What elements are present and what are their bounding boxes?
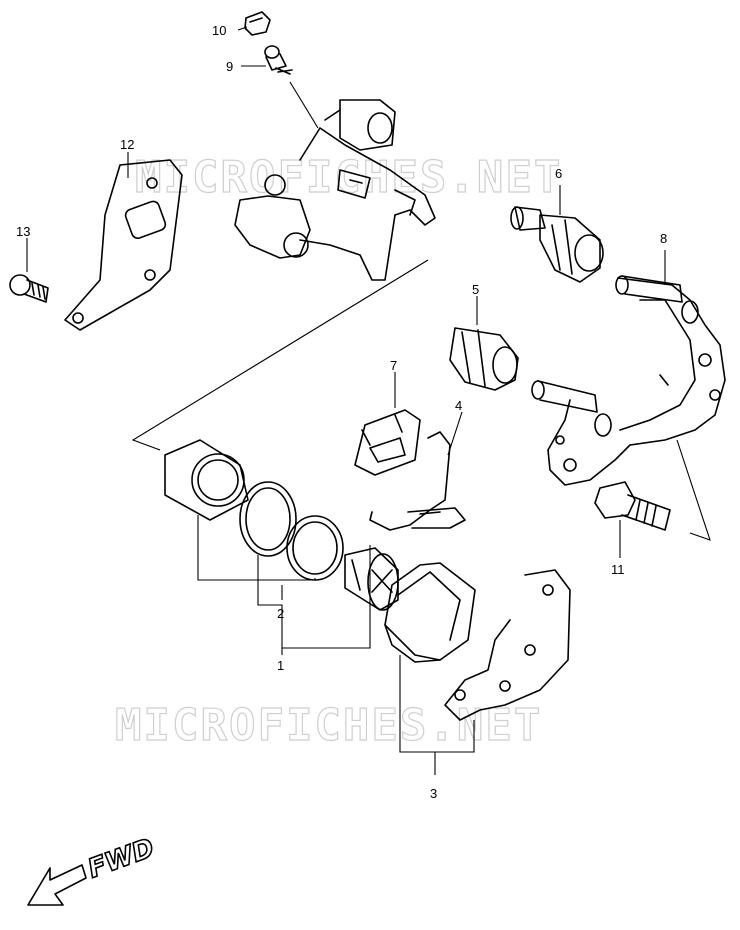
part-8-caliper-bracket — [531, 275, 726, 486]
leader-2 — [257, 555, 316, 581]
fwd-label: FWD — [84, 833, 158, 884]
part-4-pad-retainer — [369, 431, 466, 531]
part-12-bracket-plate — [64, 159, 183, 331]
callout-7: 7 — [390, 358, 397, 373]
callout-13: 13 — [16, 224, 30, 239]
fwd-arrow-icon — [27, 864, 87, 906]
part-3-brake-pad-inner — [384, 562, 476, 663]
part-6-pin-boot — [510, 206, 604, 283]
callout-12: 12 — [120, 137, 134, 152]
assembly-outline-line — [131, 259, 429, 451]
part-11-bracket-bolt — [594, 481, 671, 531]
callout-2: 2 — [277, 606, 284, 621]
part-13-bolt — [9, 274, 49, 303]
part-9-bleeder-valve — [264, 45, 293, 75]
leader-8-bracket — [676, 439, 711, 541]
callout-3: 3 — [430, 786, 437, 801]
callout-10: 10 — [212, 23, 226, 38]
part-10-bleeder-cap — [244, 11, 271, 36]
part-5-pin-boot — [449, 327, 519, 391]
watermark-bottom: MICROFICHES.NET — [115, 700, 542, 751]
callout-5: 5 — [472, 282, 479, 297]
dust-seal — [286, 515, 344, 581]
callout-1: 1 — [277, 658, 284, 673]
caliper-body — [234, 99, 436, 281]
callout-9: 9 — [226, 59, 233, 74]
piston-insulator — [344, 547, 399, 611]
leader-1 — [197, 515, 371, 649]
callout-11: 11 — [611, 562, 625, 577]
part-7-pad-spring — [354, 409, 421, 476]
part-3-brake-pad-outer — [444, 569, 571, 721]
callout-8: 8 — [660, 231, 667, 246]
callout-4: 4 — [455, 398, 462, 413]
piston — [164, 439, 249, 521]
piston-seal — [239, 481, 297, 557]
watermark-top: MICROFICHES.NET — [135, 152, 562, 203]
leader-3 — [399, 655, 475, 753]
callout-6: 6 — [555, 166, 562, 181]
